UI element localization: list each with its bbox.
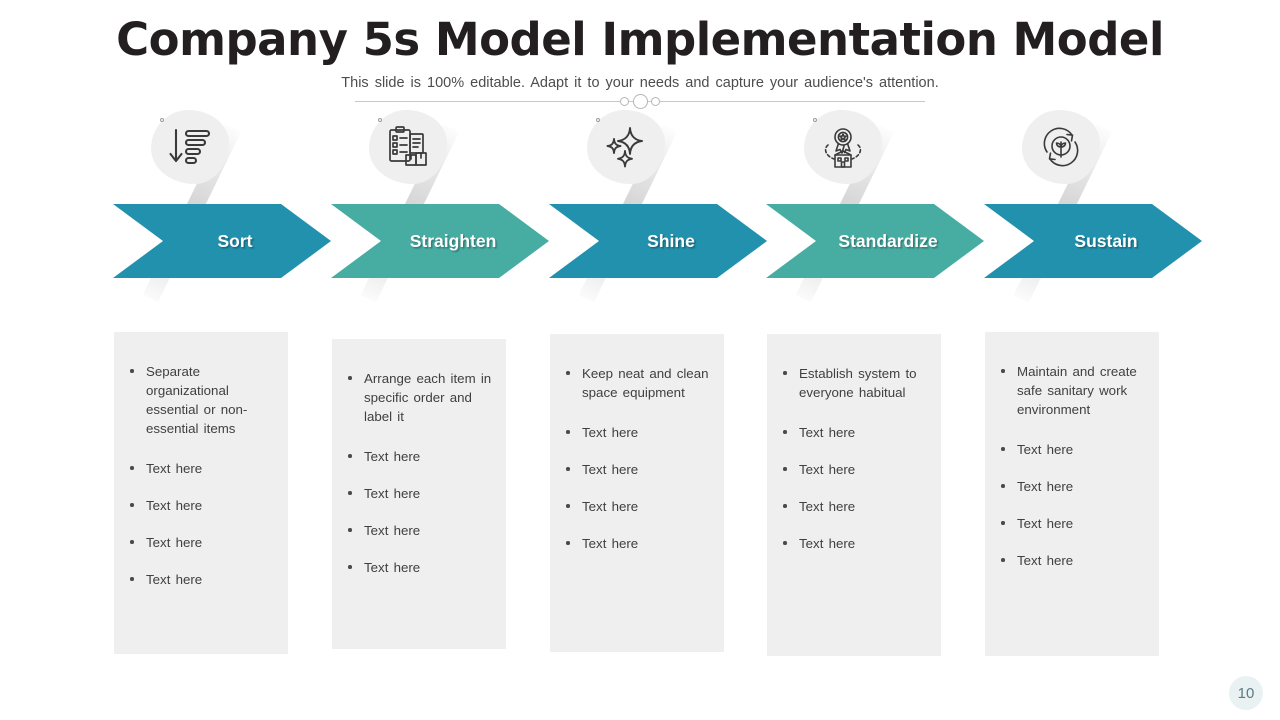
recycle-plant-icon <box>1022 110 1100 184</box>
list-item: Text here <box>995 514 1149 533</box>
step-icon-container-sustain <box>1022 110 1100 184</box>
page-title: Company 5s Model Implementation Model <box>116 13 1164 66</box>
list-item: Text here <box>342 447 496 466</box>
list-item: Separate organizational essential or non… <box>124 362 278 438</box>
step-icon-container-straighten <box>369 110 447 184</box>
step-icon-container-sort <box>151 110 229 184</box>
list-item: Text here <box>124 459 278 478</box>
list-item: Establish system to everyone habitual <box>777 364 931 402</box>
list-item: Text here <box>342 558 496 577</box>
bullet-list-straighten: Arrange each item in specific order and … <box>342 369 496 577</box>
sort-descending-icon <box>151 110 229 184</box>
content-panel-sustain: Maintain and create safe sanitary work e… <box>985 332 1159 656</box>
divider-dot-center <box>633 94 648 109</box>
step-icon-container-standardize <box>804 110 882 184</box>
chevron-sort[interactable]: Sort <box>113 204 331 278</box>
icon-blob-background <box>587 110 665 184</box>
icon-accent-dot <box>160 118 164 122</box>
chevron-straighten[interactable]: Straighten <box>331 204 549 278</box>
content-panel-standardize: Establish system to everyone habitual Te… <box>767 334 941 656</box>
list-item: Text here <box>777 423 931 442</box>
slide-header: Company 5s Model Implementation Model Th… <box>0 0 1280 91</box>
chevron-sustain[interactable]: Sustain <box>984 204 1202 278</box>
bullet-list-sort: Separate organizational essential or non… <box>124 362 278 589</box>
list-item: Text here <box>777 460 931 479</box>
decorative-divider <box>355 93 925 109</box>
award-ribbon-building-icon <box>804 110 882 184</box>
content-panel-shine: Keep neat and clean space equipment Text… <box>550 334 724 652</box>
list-item: Text here <box>777 497 931 516</box>
icon-blob-background <box>369 110 447 184</box>
list-item: Text here <box>560 460 714 479</box>
icon-accent-dot <box>813 118 817 122</box>
list-item: Text here <box>560 497 714 516</box>
process-step-sustain[interactable]: Sustain Maintain and create safe sanitar… <box>984 0 1202 720</box>
divider-dot-right <box>651 97 660 106</box>
clipboard-checklist-boxes-icon <box>369 110 447 184</box>
list-item: Text here <box>124 496 278 515</box>
list-item: Text here <box>124 533 278 552</box>
step-icon-container-shine <box>587 110 665 184</box>
bullet-list-shine: Keep neat and clean space equipment Text… <box>560 364 714 553</box>
list-item: Maintain and create safe sanitary work e… <box>995 362 1149 419</box>
list-item: Text here <box>124 570 278 589</box>
bullet-list-standardize: Establish system to everyone habitual Te… <box>777 364 931 553</box>
icon-accent-dot <box>378 118 382 122</box>
process-step-shine[interactable]: Shine Keep neat and clean space equipmen… <box>549 0 767 720</box>
list-item: Text here <box>995 477 1149 496</box>
list-item: Text here <box>560 423 714 442</box>
process-step-straighten[interactable]: Straighten Arrange each item in specific… <box>331 0 549 720</box>
list-item: Keep neat and clean space equipment <box>560 364 714 402</box>
chevron-standardize[interactable]: Standardize <box>766 204 984 278</box>
chevron-label: Shine <box>647 230 695 251</box>
icon-blob-background <box>151 110 229 184</box>
content-panel-sort: Separate organizational essential or non… <box>114 332 288 654</box>
list-item: Text here <box>995 440 1149 459</box>
process-step-standardize[interactable]: Standardize Establish system to everyone… <box>766 0 984 720</box>
list-item: Text here <box>995 551 1149 570</box>
process-step-sort[interactable]: Sort Separate organizational essential o… <box>113 0 331 720</box>
page-number-text: 10 <box>1237 684 1255 702</box>
divider-dot-left <box>620 97 629 106</box>
content-panel-straighten: Arrange each item in specific order and … <box>332 339 506 649</box>
sparkles-icon <box>587 110 665 184</box>
icon-accent-dot <box>596 118 600 122</box>
chevron-label: Sort <box>217 230 253 251</box>
page-number-badge: 10 <box>1229 676 1263 710</box>
list-item: Arrange each item in specific order and … <box>342 369 496 426</box>
chevron-shine[interactable]: Shine <box>549 204 767 278</box>
chevron-label: Standardize <box>838 230 938 251</box>
page-subtitle: This slide is 100% editable. Adapt it to… <box>341 74 939 91</box>
list-item: Text here <box>777 534 931 553</box>
list-item: Text here <box>342 484 496 503</box>
bullet-list-sustain: Maintain and create safe sanitary work e… <box>995 362 1149 570</box>
page-number-disc <box>1229 676 1263 710</box>
list-item: Text here <box>560 534 714 553</box>
list-item: Text here <box>342 521 496 540</box>
chevron-label: Sustain <box>1074 230 1138 251</box>
chevron-label: Straighten <box>409 230 497 251</box>
